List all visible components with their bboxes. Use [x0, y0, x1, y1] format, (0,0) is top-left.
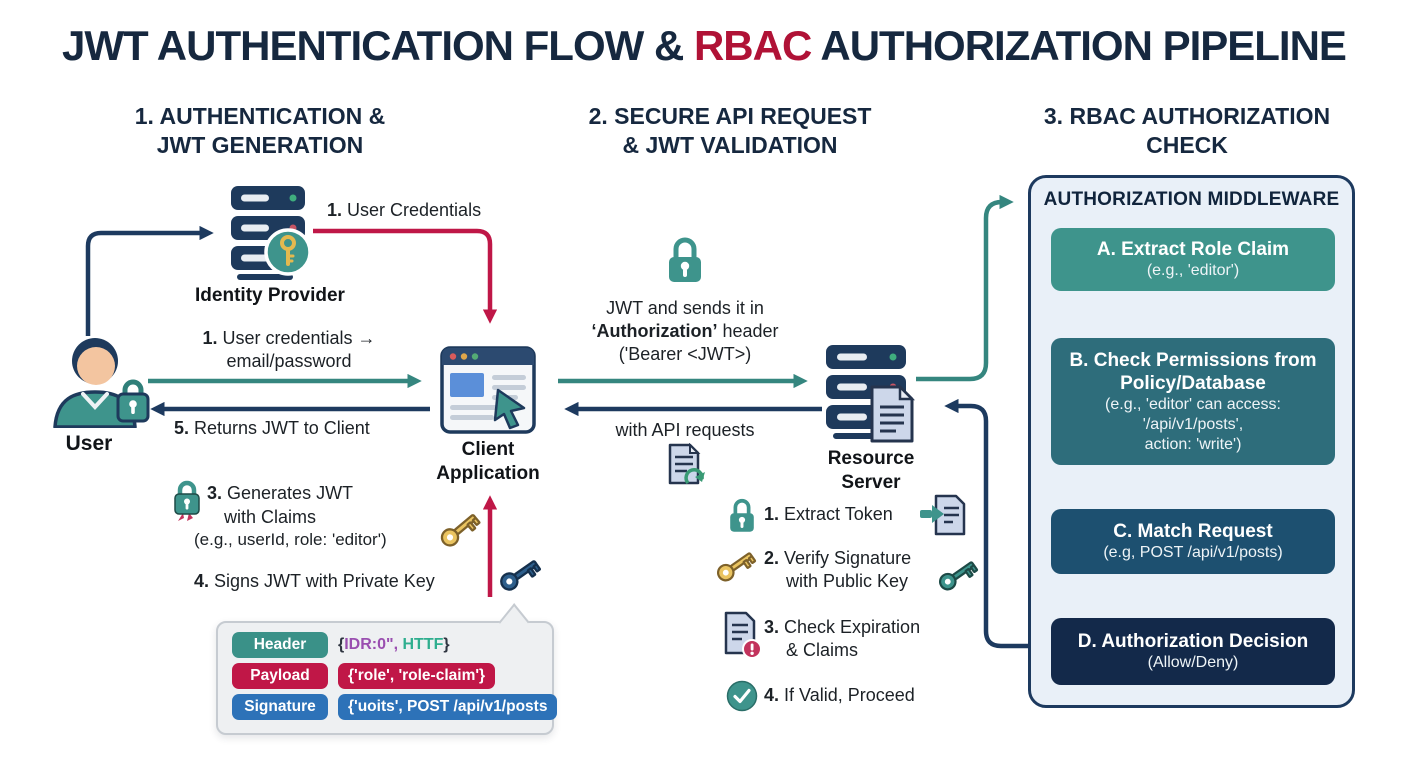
expiration-document-icon: [724, 611, 762, 659]
credentials-arrow-label: 1.User credentials → email/password: [202, 328, 376, 371]
client-application-label: Client Application: [436, 439, 540, 484]
alert-icon: [742, 639, 762, 659]
jwt-lock-icon: [669, 237, 701, 282]
middleware-title: AUTHORIZATION MIDDLEWARE: [1043, 189, 1340, 210]
resource-server-icon: [826, 345, 916, 443]
document-icon: [870, 383, 916, 443]
authorization-middleware-panel: AUTHORIZATION MIDDLEWARE A. Extract Role…: [1028, 175, 1355, 708]
section-2-header: 2. SECURE API REQUEST & JWT VALIDATION: [588, 103, 872, 158]
section-1-header: 1. AUTHENTICATION & JWT GENERATION: [134, 103, 386, 158]
gold-key-icon: [440, 514, 481, 547]
section-3-header: 3. RBAC AUTHORIZATION CHECK: [1043, 103, 1331, 158]
generates-jwt-claims-example: (e.g., userId, role: 'editor'): [194, 530, 387, 549]
title-part: JWT AUTHENTICATION FLOW &: [62, 22, 694, 69]
check-circle-icon: [726, 680, 758, 712]
jwt-token-structure-box: Header {IDR:0", HTTF} Payload {'role', '…: [216, 621, 558, 735]
middleware-step-c: C. Match Request (e.g, POST /api/v1/post…: [1051, 509, 1335, 574]
refresh-icon: [684, 468, 705, 485]
extract-token-lock-icon: [730, 498, 754, 532]
with-api-requests-label: with API requests: [615, 420, 755, 440]
user-label: User: [65, 432, 113, 455]
page-title: JWT AUTHENTICATION FLOW & RBAC AUTHORIZA…: [0, 22, 1408, 70]
jwt-payload-row: Payload {'role', 'role-claim'}: [232, 663, 552, 689]
key-badge-icon: [264, 228, 309, 276]
api-request-document-icon: [668, 443, 705, 485]
private-key-icon: [500, 560, 541, 591]
jwt-signature-row: Signature {'uoits', POST /api/v1/posts: [232, 694, 558, 720]
lock-ribbon-icon: [174, 480, 200, 521]
token-into-document-icon: [920, 494, 966, 536]
jwt-payload-pill: Payload: [232, 663, 328, 689]
gold-key-icon: [716, 552, 757, 582]
identity-provider-label: Identity Provider: [195, 285, 345, 306]
cursor-icon: [493, 388, 526, 430]
client-application-browser-icon: [440, 346, 536, 434]
authorization-header-label: JWT and sends it in ‘Authorization’ head…: [591, 298, 779, 364]
lock-badge-icon: [116, 379, 150, 423]
jwt-header-row: Header {IDR:0", HTTF}: [232, 632, 552, 658]
jwt-payload-value: {'role', 'role-claim'}: [338, 663, 496, 689]
generates-jwt-label: 3.Generates JWT: [207, 483, 354, 503]
jwt-signature-pill: Signature: [232, 694, 328, 720]
step-user-credentials-label: 1.User Credentials: [327, 200, 482, 220]
title-rbac-highlight: RBAC: [693, 22, 812, 69]
middleware-step-b: B. Check Permissions from Policy/Databas…: [1051, 338, 1335, 465]
public-key-icon: [938, 561, 979, 591]
resource-server-label: Resource Server: [827, 448, 915, 493]
middleware-step-d: D. Authorization Decision (Allow/Deny): [1051, 618, 1335, 685]
arrow-right-icon: [920, 505, 944, 523]
validation-step-2: 2.Verify Signature with Public Key: [764, 548, 912, 591]
identity-provider-server-icon: [231, 186, 309, 280]
user-icon: [53, 338, 150, 428]
middleware-step-a: A. Extract Role Claim (e.g., 'editor'): [1051, 228, 1335, 291]
returns-jwt-label: 5.Returns JWT to Client: [174, 418, 370, 438]
title-part: AUTHORIZATION PIPELINE: [811, 22, 1347, 69]
jwt-signature-value: {'uoits', POST /api/v1/posts: [338, 694, 558, 720]
jwt-header-pill: Header: [232, 632, 328, 658]
validation-step-4: 4.If Valid, Proceed: [764, 685, 915, 705]
validation-step-3: 3.Check Expiration & Claims: [764, 617, 921, 660]
signs-jwt-label: 4.Signs JWT with Private Key: [194, 571, 435, 591]
jwt-header-value: {IDR:0", HTTF}: [338, 636, 450, 653]
validation-step-1: 1.Extract Token: [764, 504, 893, 524]
generates-jwt-label-line2: with Claims: [224, 507, 317, 527]
